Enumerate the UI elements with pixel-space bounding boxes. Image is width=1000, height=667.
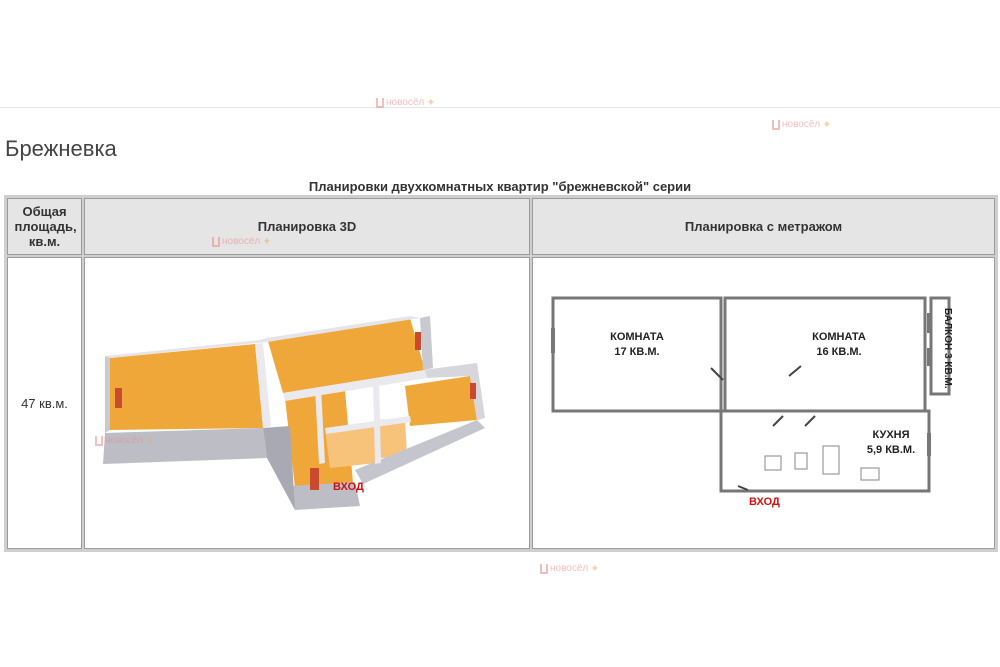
watermark-text: новосёл xyxy=(222,236,261,247)
floor-kitchen xyxy=(405,376,477,426)
header-plan-metric: Планировка с метражом xyxy=(532,198,995,255)
entrance-label-3d: ВХОД xyxy=(333,481,364,493)
watermark-logo: новосёл ✦ xyxy=(540,562,599,575)
door-entrance-icon xyxy=(310,468,319,490)
floor-room-right xyxy=(267,318,425,393)
house-icon xyxy=(212,236,220,247)
watermark-logo: новосёл ✦ xyxy=(212,235,271,248)
layout-table: Общая площадь, кв.м. Планировка 3D Плани… xyxy=(4,195,998,552)
floor-room-left xyxy=(110,344,263,430)
wall-left xyxy=(105,356,110,433)
partition-1 xyxy=(255,343,271,428)
plan-windows xyxy=(551,313,931,456)
door-icon xyxy=(415,332,421,350)
header-plan-3d: Планировка 3D xyxy=(84,198,530,255)
floor-bath xyxy=(325,423,377,468)
watermark-logo: новосёл ✦ xyxy=(772,118,831,131)
wall-right-upper xyxy=(420,316,433,370)
door-icon xyxy=(115,388,122,408)
house-icon xyxy=(772,119,780,130)
partition-3 xyxy=(315,387,325,464)
watermark-text: новосёл xyxy=(782,119,821,130)
room1-name: КОМНАТА xyxy=(610,331,664,343)
area-value: 47 кв.м. xyxy=(21,396,68,411)
plan-fixtures xyxy=(764,445,880,481)
room2-name: КОМНАТА xyxy=(812,331,866,343)
watermark-text: новосёл xyxy=(550,563,589,574)
plan-metric-cell: КОМНАТА 17 КВ.М. КОМНАТА 16 КВ.М. КУХНЯ … xyxy=(532,257,995,549)
star-icon: ✦ xyxy=(590,563,600,575)
star-icon: ✦ xyxy=(145,435,155,447)
house-icon xyxy=(376,97,384,108)
watermark-text: новосёл xyxy=(386,97,425,108)
room2-area: 16 КВ.М. xyxy=(816,346,861,358)
kitchen-area: 5,9 КВ.М. xyxy=(867,444,915,456)
wall-front-hall xyxy=(290,482,360,510)
wall-front-left xyxy=(103,428,267,464)
kitchen-name: КУХНЯ xyxy=(872,429,909,441)
header-area: Общая площадь, кв.м. xyxy=(7,198,82,255)
house-icon xyxy=(540,563,548,574)
wall-front-right xyxy=(355,420,485,484)
plan-doors xyxy=(710,365,816,491)
watermark-logo: новосёл ✦ xyxy=(376,96,435,109)
table-caption: Планировки двухкомнатных квартир "брежне… xyxy=(308,179,692,194)
header-plan-metric-label: Планировка с метражом xyxy=(684,219,843,234)
star-icon: ✦ xyxy=(822,119,832,131)
header-area-label: Общая площадь, кв.м. xyxy=(14,204,77,249)
house-icon xyxy=(95,435,103,446)
wall-hall-side xyxy=(263,426,295,510)
star-icon: ✦ xyxy=(426,97,436,109)
row-area-cell: 47 кв.м. xyxy=(7,257,82,549)
wall-top xyxy=(105,316,420,358)
wall-kitchen xyxy=(423,363,485,420)
balcony-label: БАЛКОН 3 КВ.М. xyxy=(942,308,953,389)
watermark-logo: новосёл ✦ xyxy=(95,434,154,447)
partition-5 xyxy=(325,416,411,434)
plan-3d-cell: ВХОД xyxy=(84,257,530,549)
page-title: Брежневка xyxy=(5,136,117,161)
watermark-text: новосёл xyxy=(105,435,144,446)
plan-metric-drawing: КОМНАТА 17 КВ.М. КОМНАТА 16 КВ.М. КУХНЯ … xyxy=(551,296,953,508)
top-divider xyxy=(0,107,1000,108)
door-icon xyxy=(470,383,476,399)
plan-3d-drawing: ВХОД xyxy=(103,316,485,510)
star-icon: ✦ xyxy=(262,236,272,248)
floor-wc xyxy=(378,418,407,458)
header-plan-3d-label: Планировка 3D xyxy=(257,219,357,234)
plan-walls xyxy=(551,296,951,493)
room1-area: 17 КВ.М. xyxy=(614,346,659,358)
entrance-label-metric: ВХОД xyxy=(749,496,780,508)
